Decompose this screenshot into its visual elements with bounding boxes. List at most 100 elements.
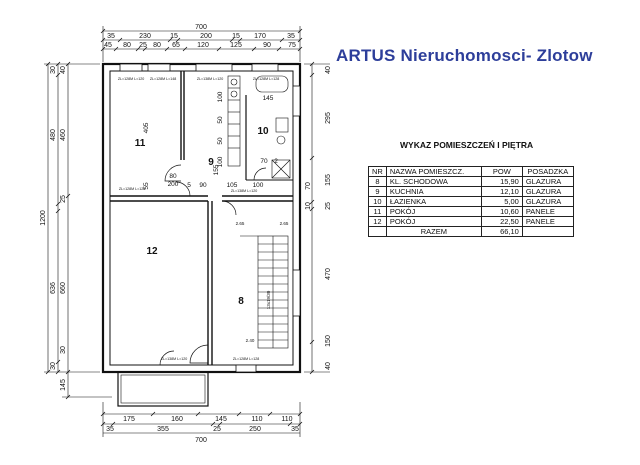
dim-bottom-r2: 35 [106,426,114,433]
cell-name: POKÓJ [385,206,482,217]
table-row: 9 KUCHNIA 12,10 GLAZURA [368,186,574,197]
dim-left-inner: 30 [50,66,57,74]
staircase [240,235,289,349]
dim-inner: 145 [263,95,274,102]
dim-inner: 105 [227,182,238,189]
cell-empty [368,226,387,237]
room-number-10: 10 [257,126,269,137]
cell-empty [521,226,574,237]
room-number-11: 11 [135,138,146,149]
inner-dimension-labels: 405 55 80 200 5 90 105 100 155 145 50 50… [143,91,278,189]
dim-top-r2: 80 [123,42,131,49]
dim-left: 145 [60,379,67,391]
dim-top-r1: 200 [200,33,212,40]
dim-top-r1: 230 [139,33,151,40]
note: ZL=138M L=120 [197,77,223,81]
dim-right: 150 [325,335,330,347]
dim-bottom-r2: 35 [291,426,299,433]
cell-floor: PANELE [521,206,574,217]
table-header-row: NR NAZWA POMIESZCZ. POW POSADZKA [368,166,574,177]
header-floor: POSADZKA [521,166,574,177]
dim-left: 460 [60,129,67,141]
stairs-label: 13x19/30 [266,290,271,309]
dim-bottom-r1: 175 [123,416,135,423]
header-area: POW [480,166,523,177]
dim-top-total: 700 [195,24,207,31]
dim-top-r1: 35 [287,33,295,40]
room-number-8: 8 [238,296,244,307]
cell-area: 5,00 [480,196,523,207]
dim-inner: 2 [274,158,278,165]
dim-top-r2: 45 [104,42,112,49]
dim-inner: 50 [217,116,224,124]
cell-floor: GLAZURA [521,186,574,197]
dimension-labels: 700 35 230 15 200 15 170 35 45 80 25 80 … [104,24,299,444]
table-title: WYKAZ POMIESZCZEŃ I PIĘTRA [400,140,534,150]
dim-right: 40 [325,66,330,74]
plan-notes: ZL=128M L=120 ZL=128M L=148 ZL=138M L=12… [118,77,279,361]
dim-inner: 100 [253,182,264,189]
cell-floor: PANELE [521,216,574,227]
note: ZL=128M L=128 [119,187,145,191]
dim-top-r2: 65 [172,42,180,49]
dimension-lines [44,26,330,437]
dim-left-inner: 636 [50,282,57,294]
cell-area: 10,60 [480,206,523,217]
cell-nr: 12 [368,216,387,227]
cell-area: 22,50 [480,216,523,227]
floor-plan: 700 35 230 15 200 15 170 35 45 80 25 80 … [40,24,330,444]
dim-bottom-r1: 145 [215,416,227,423]
note: ZL=128M L=148 [150,77,176,81]
total-label: RAZEM [385,226,482,237]
dim-top-r1: 15 [170,33,178,40]
dim-top-r1: 170 [254,33,266,40]
cell-area: 12,10 [480,186,523,197]
dim-right-inner: 70 [305,182,312,190]
dim-bottom-r1: 160 [171,416,183,423]
cell-nr: 8 [368,176,387,187]
dim-bottom-r1: 110 [281,416,292,423]
dim-inner: 80 [169,173,177,180]
dim-right: 40 [325,362,330,370]
total-value: 66,10 [480,226,523,237]
dim-right: 470 [325,268,330,280]
header-nr: NR [368,166,387,177]
height-label: 2.65 [236,221,245,226]
dim-bottom-r1: 110 [251,416,262,423]
room-number-12: 12 [146,246,158,257]
dim-right: 25 [325,202,330,210]
table-row: 12 POKÓJ 22,50 PANELE [368,216,574,227]
dim-right: 295 [325,112,330,124]
dim-top-r2: 120 [197,42,209,49]
walls [101,62,302,407]
fixtures [227,75,291,179]
dim-bottom-r2: 25 [213,426,221,433]
dim-inner: 50 [217,137,224,145]
dim-left: 40 [60,66,67,74]
dim-left-inner: 480 [50,129,57,141]
brand-title: ARTUS Nieruchomosci- Zlotow [336,46,593,65]
dim-inner: 100 [217,156,224,167]
cell-name: KL. SCHODOWA [385,176,482,187]
dim-bottom-r2: 250 [249,426,261,433]
cell-area: 15,90 [480,176,523,187]
dim-inner: 405 [143,122,150,133]
dim-inner: 200 [168,181,179,188]
dim-inner: 90 [199,182,207,189]
dim-top-r2: 75 [288,42,296,49]
dim-inner: 155 [213,164,220,175]
note: ZL=138M L=120 [231,189,257,193]
cell-nr: 11 [368,206,387,217]
dim-top-r1: 35 [107,33,115,40]
note: ZL=128M L=128 [233,357,259,361]
dim-top-r2: 25 [139,42,147,49]
dim-inner: 55 [143,182,150,190]
dim-left: 30 [60,346,67,354]
rooms-table: NR NAZWA POMIESZCZ. POW POSADZKA 8 KL. S… [368,166,574,237]
height-label: 2.65 [280,221,289,226]
dim-left-inner: 30 [50,362,57,370]
note: ZL=128M L=120 [118,77,144,81]
dim-inner: 70 [260,158,268,165]
cell-nr: 9 [368,186,387,197]
cell-floor: GLAZURA [521,176,574,187]
